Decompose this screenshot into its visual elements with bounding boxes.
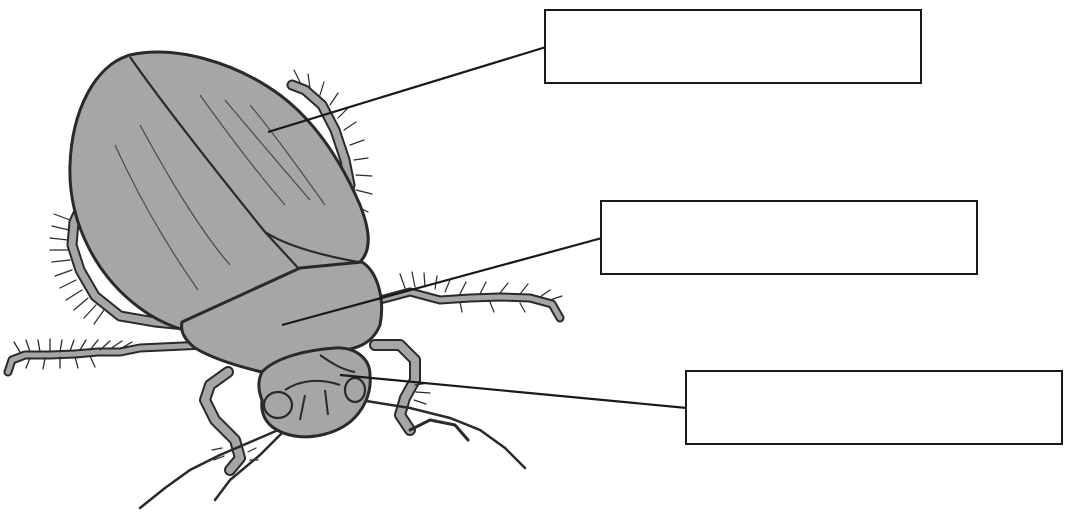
label-box-1[interactable] (544, 9, 922, 84)
label-box-2[interactable] (600, 200, 978, 275)
eye-right (345, 378, 365, 402)
leg-right-middle (380, 272, 562, 318)
antenna-left-2 (215, 430, 285, 500)
eye-left (264, 392, 292, 418)
antenna-left (140, 425, 290, 508)
leg-left-front-lower (205, 372, 258, 470)
leg-left-front (8, 339, 205, 372)
leg-right-front-lower (375, 345, 468, 440)
antenna-right (360, 400, 525, 468)
label-box-3[interactable] (685, 370, 1063, 445)
leader-line-3 (340, 375, 687, 408)
